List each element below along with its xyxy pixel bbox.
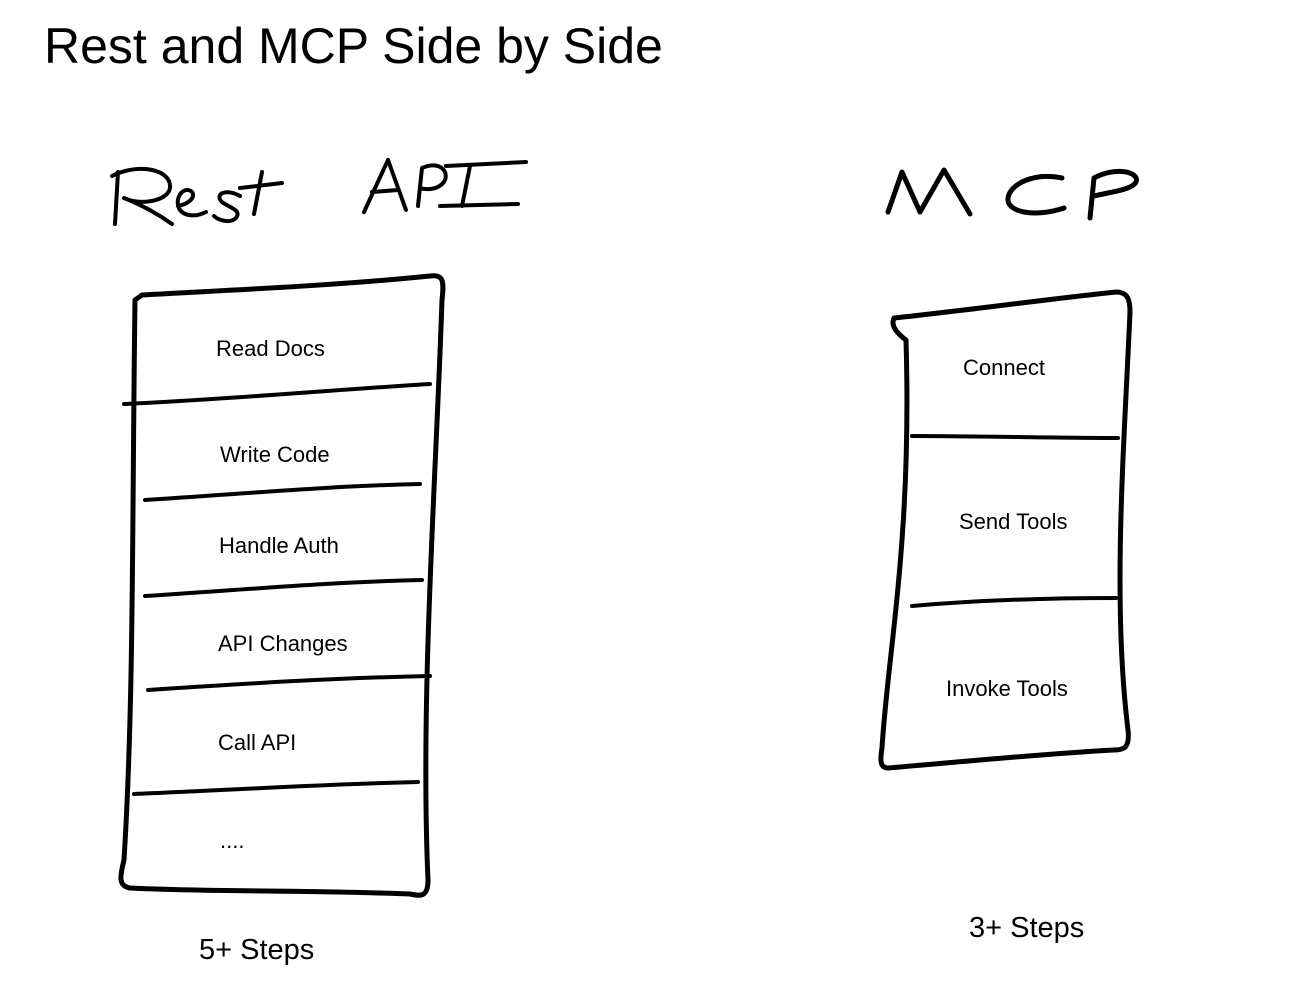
mcp-step-send-tools: Send Tools (959, 509, 1068, 534)
rest-step-more: .... (220, 828, 245, 853)
mcp-steps-summary: 3+ Steps (969, 912, 1085, 944)
rest-column-dividers (122, 382, 432, 796)
rest-step-read-docs: Read Docs (216, 336, 325, 361)
page-title: Rest and MCP Side by Side (44, 18, 663, 74)
rest-column-outline (118, 273, 446, 898)
rest-step-handle-auth: Handle Auth (219, 533, 339, 558)
rest-step-api-changes: API Changes (218, 631, 348, 656)
mcp-heading (885, 167, 1139, 221)
rest-step-write-code: Write Code (220, 442, 330, 467)
mcp-step-invoke-tools: Invoke Tools (946, 676, 1068, 701)
mcp-step-connect: Connect (963, 355, 1045, 380)
rest-api-heading (110, 158, 528, 226)
rest-step-call-api: Call API (218, 730, 297, 755)
mcp-column-outline (878, 289, 1133, 771)
rest-steps-summary: 5+ Steps (199, 934, 315, 966)
mcp-column-dividers (910, 434, 1120, 608)
